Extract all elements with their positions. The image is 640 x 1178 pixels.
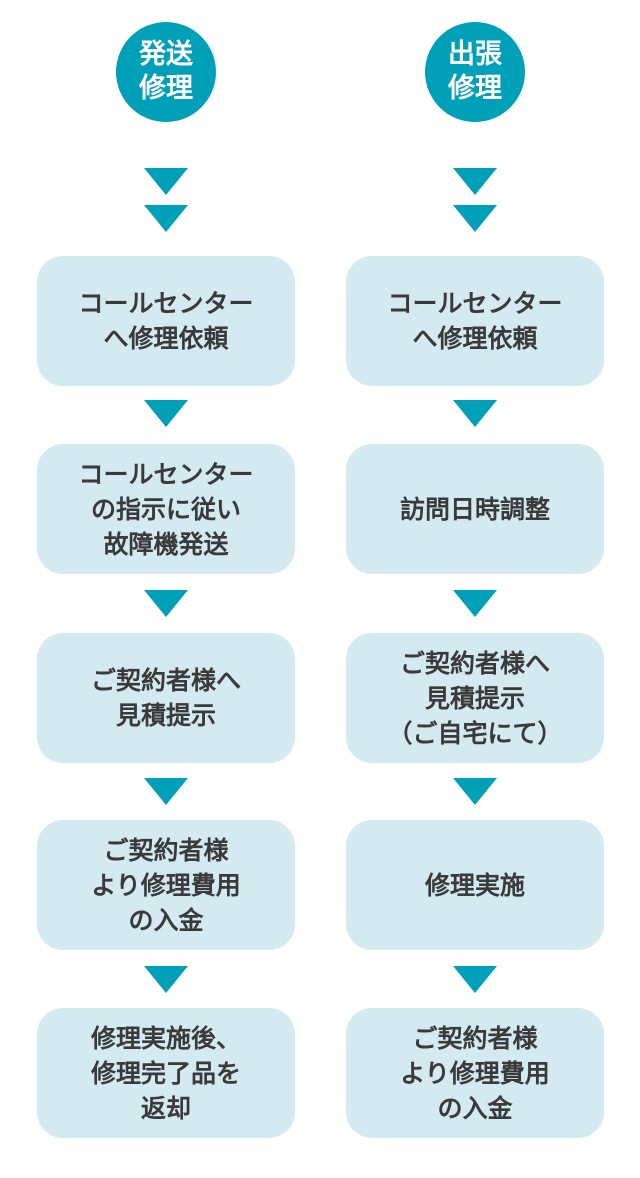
arrow-down-icon: [453, 778, 497, 805]
arrow-down-icon: [453, 590, 497, 617]
flow-title-badge: 発送 修理: [116, 22, 216, 122]
flow-step: コールセンター へ修理依頼: [346, 256, 604, 386]
arrow-down-icon: [453, 205, 497, 232]
flow-step: ご契約者様へ 見積提示: [37, 633, 295, 763]
arrow-down-icon: [144, 778, 188, 805]
arrow-down-icon: [453, 168, 497, 195]
flow-step: 修理実施: [346, 820, 604, 950]
arrow-down-icon: [144, 400, 188, 427]
flow-step: 修理実施後、 修理完了品を 返却: [37, 1008, 295, 1138]
arrow-down-icon: [453, 966, 497, 993]
arrow-down-icon: [144, 590, 188, 617]
flow-step: ご契約者様 より修理費用 の入金: [37, 820, 295, 950]
flow-step: ご契約者様 より修理費用 の入金: [346, 1008, 604, 1138]
arrow-down-icon: [144, 205, 188, 232]
arrow-down-icon: [453, 400, 497, 427]
arrow-down-icon: [144, 966, 188, 993]
flow-step: 訪問日時調整: [346, 444, 604, 574]
flow-step: ご契約者様へ 見積提示 （ご自宅にて）: [346, 633, 604, 763]
flow-step: コールセンター の指示に従い 故障機発送: [37, 444, 295, 574]
flow-step: コールセンター へ修理依頼: [37, 256, 295, 386]
flow-title-badge: 出張 修理: [425, 22, 525, 122]
arrow-down-icon: [144, 168, 188, 195]
